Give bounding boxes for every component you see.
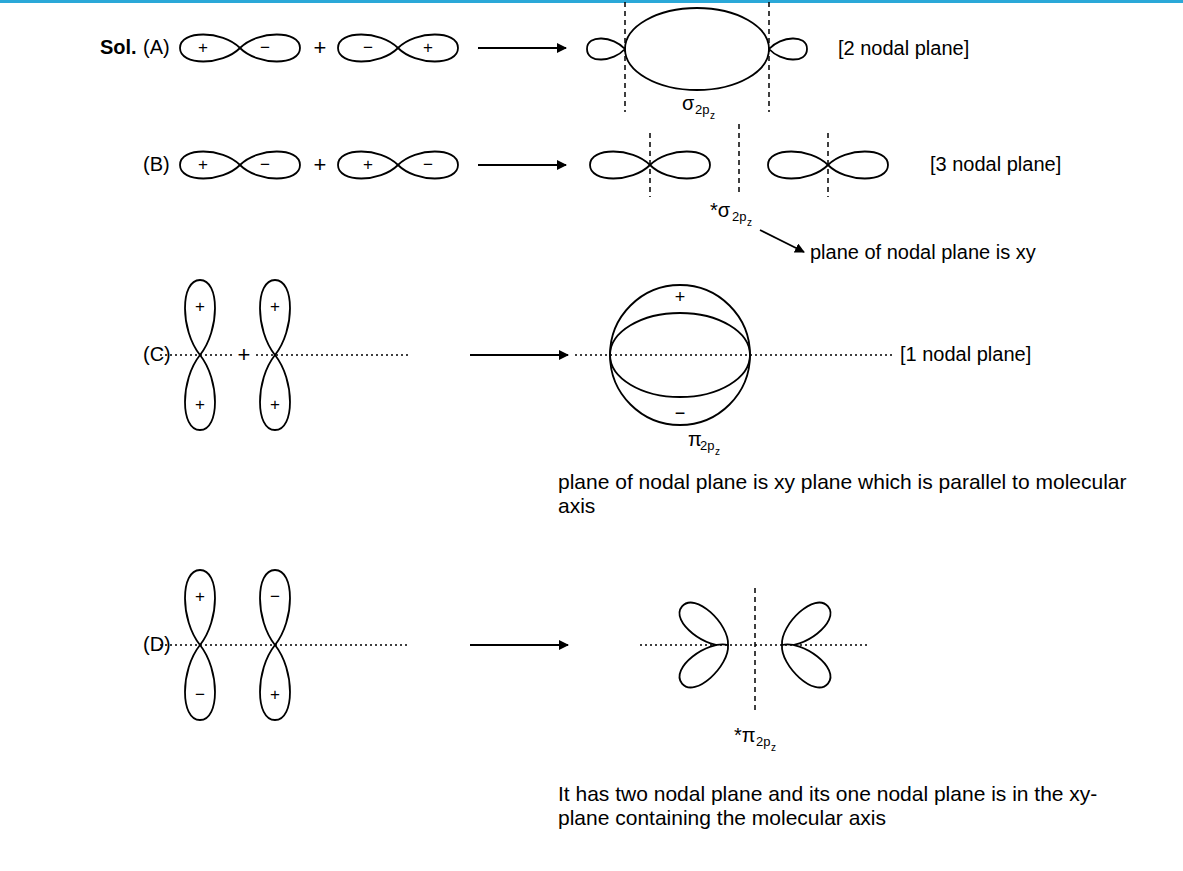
plus-sign: + [238, 342, 251, 367]
p-lobe [260, 645, 290, 720]
note-text: It has two nodal plane and its one nodal… [558, 782, 1148, 830]
phase-sign: − [260, 38, 270, 58]
p-lobe [240, 35, 300, 62]
antibonding-pi-lobe [673, 634, 737, 694]
molecular-axis [575, 354, 892, 356]
pointer-arrow [760, 230, 804, 252]
reaction-arrow [478, 47, 566, 49]
orbitals [180, 8, 888, 720]
note-text: plane of nodal plane is xy plane which i… [558, 470, 1148, 518]
orbital-subscript: 2p [700, 439, 714, 454]
phase-sign: + [198, 155, 208, 175]
phase-sign: − [363, 38, 373, 58]
note-text: plane of nodal plane is xy [810, 241, 1036, 264]
nodal-plane [738, 124, 740, 196]
top-rule [0, 0, 1183, 3]
antibonding-lobe [590, 152, 650, 179]
nodal-count: [3 nodal plane] [930, 153, 1061, 176]
antibonding-lobe [650, 152, 710, 179]
minor-lobe [587, 38, 625, 59]
phase-sign: + [198, 38, 208, 58]
orbital-subscript: z [747, 217, 752, 229]
part-label: (A) [143, 36, 170, 59]
molecular-axis [160, 644, 410, 646]
p-lobe [185, 280, 215, 355]
molecular-axes [160, 355, 892, 645]
nodal-plane [624, 2, 626, 112]
p-lobe [185, 355, 215, 430]
phase-sign: + [270, 395, 280, 415]
phase-sign: + [195, 587, 205, 607]
p-lobe [240, 152, 300, 179]
phase-sign: + [195, 395, 205, 415]
bonding-lobe [625, 8, 769, 90]
part-label: (D) [143, 633, 171, 656]
reaction-arrow [478, 164, 566, 166]
phase-sign: − [195, 685, 205, 705]
nodal-count: [1 nodal plane] [900, 343, 1031, 366]
phase-sign: + [423, 38, 433, 58]
p-lobe [185, 570, 215, 645]
plus-sign: + [314, 35, 327, 60]
phase-sign: + [675, 287, 686, 308]
phase-sign: − [270, 587, 280, 607]
antibonding-lobe [768, 152, 828, 179]
p-lobe [338, 152, 398, 179]
p-lobe [398, 152, 458, 179]
orbital-symbol: *π [734, 724, 756, 747]
part-label: (C) [143, 343, 171, 366]
reaction-arrow [470, 644, 568, 646]
p-lobe [185, 645, 215, 720]
nodal-count: [2 nodal plane] [838, 37, 969, 60]
p-lobe [260, 570, 290, 645]
plus-sign: + [314, 152, 327, 177]
orbital-subscript: z [710, 110, 715, 122]
orbital-subscript: 2p [732, 210, 746, 225]
orbital-symbol: π [688, 428, 702, 451]
antibonding-lobe [828, 152, 888, 179]
solution-mark: Sol. [100, 36, 137, 59]
phase-sign: − [423, 155, 433, 175]
phase-sign: + [195, 297, 205, 317]
reaction-arrow [470, 354, 568, 356]
nodal-planes [625, 2, 828, 712]
orbital-symbol: *σ [710, 199, 730, 222]
orbital-subscript: z [715, 446, 720, 458]
nodal-plane [754, 588, 756, 712]
orbital-subscript: 2p [695, 103, 709, 118]
minor-lobe [769, 38, 807, 59]
phase-sign: + [270, 297, 280, 317]
reaction-arrows [470, 48, 804, 645]
p-lobe [260, 355, 290, 430]
orbital-subscript: 2p [756, 735, 770, 750]
nodal-plane [827, 133, 829, 197]
phase-sign: − [675, 403, 686, 424]
phase-sign: − [260, 155, 270, 175]
molecular-axis [160, 354, 233, 356]
phase-sign: + [363, 155, 373, 175]
orbital-subscript: z [771, 742, 776, 754]
p-lobe [260, 280, 290, 355]
part-label: (B) [143, 153, 170, 176]
antibonding-pi-lobe [773, 634, 837, 694]
phase-sign: + [270, 685, 280, 705]
nodal-plane [768, 2, 770, 112]
nodal-plane [649, 133, 651, 197]
molecular-axis [640, 644, 870, 646]
p-lobe [338, 35, 398, 62]
p-lobe [180, 152, 240, 179]
orbital-symbol: σ [682, 92, 694, 115]
p-lobe [180, 35, 240, 62]
p-lobe [398, 35, 458, 62]
molecular-axis [256, 354, 410, 356]
